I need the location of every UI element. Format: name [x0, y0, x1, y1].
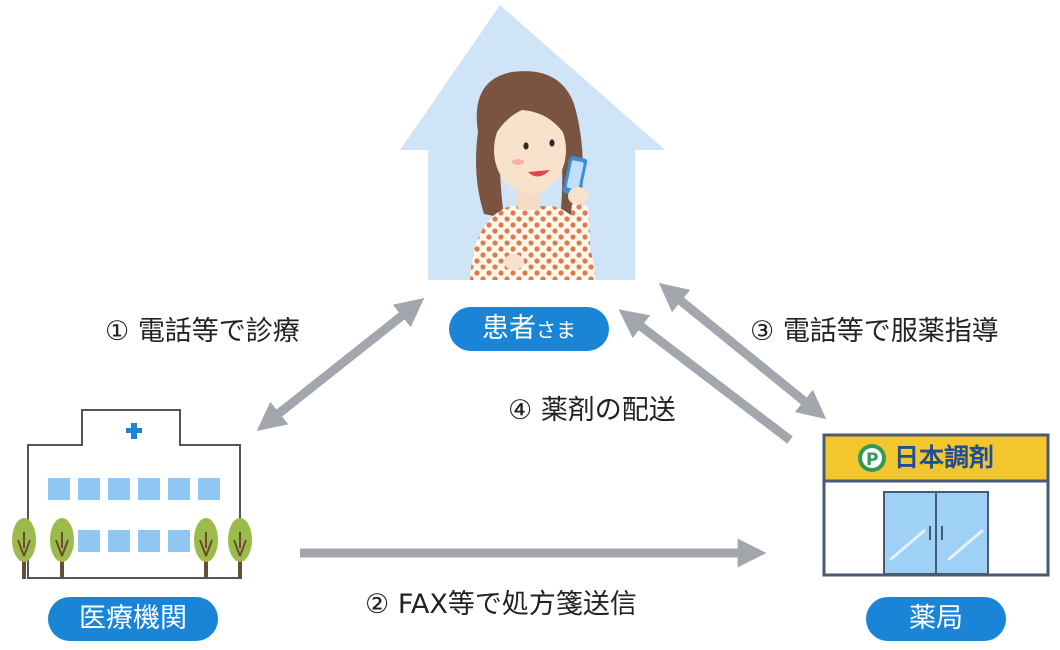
clinic-badge: 医療機関	[48, 597, 218, 641]
patient-badge-suffix: さま	[536, 318, 576, 342]
pharmacy-building: P	[822, 433, 1050, 577]
step-1-label: ① 電話等で診療	[105, 316, 300, 347]
tree-icon	[228, 518, 252, 579]
step-2-label: ② FAX等で処方箋送信	[365, 589, 637, 620]
tree-icon	[194, 518, 218, 579]
tree-icon	[12, 518, 36, 579]
tree-icon	[50, 518, 74, 579]
arrow-pharmacy-patient-delivery	[618, 309, 793, 444]
step-3-label: ③ 電話等で服薬指導	[750, 316, 999, 347]
pharmacy-logo-letter: P	[866, 450, 878, 470]
arrow-pharmacy-patient-guidance	[658, 282, 827, 420]
patient-badge: 患者さま	[449, 307, 609, 351]
clinic-building	[12, 409, 252, 579]
step-4-label: ④ 薬剤の配送	[508, 395, 676, 426]
pharmacy-sign-text: 日本調剤	[894, 443, 995, 472]
patient-illustration	[470, 71, 596, 280]
pharmacy-badge: 薬局	[866, 597, 1006, 641]
arrow-clinic-patient	[256, 298, 425, 431]
patient-badge-main: 患者	[482, 313, 536, 344]
